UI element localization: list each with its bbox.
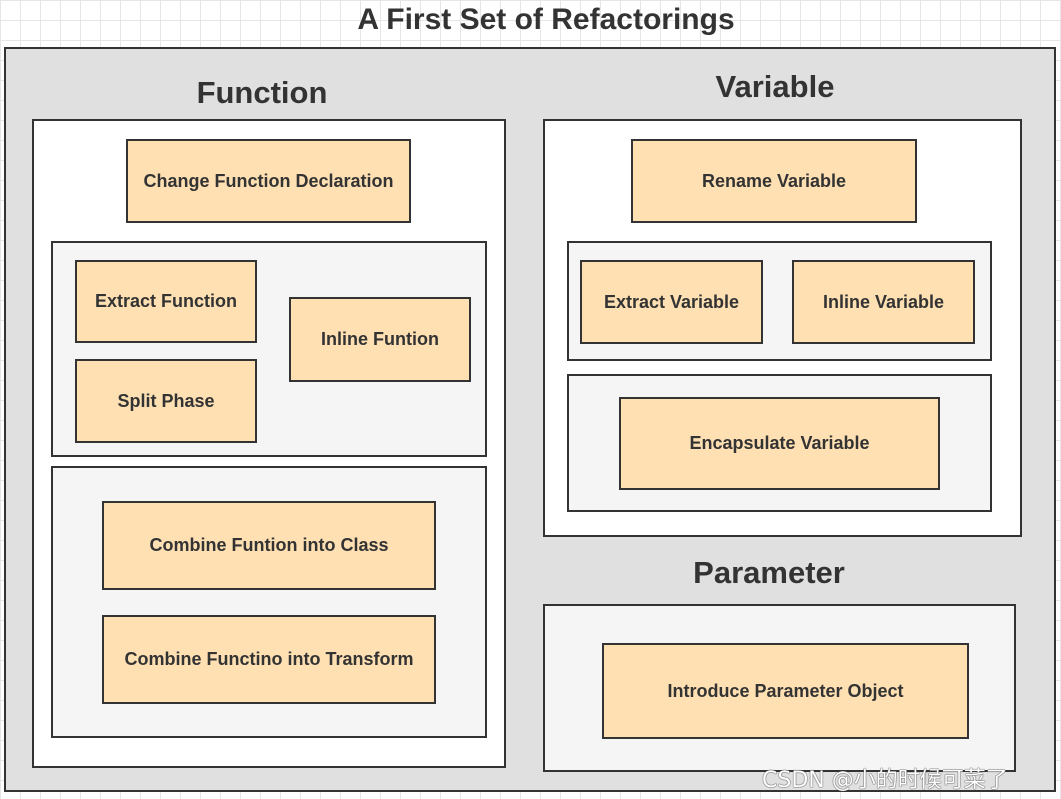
encapsulate-variable-box[interactable]: Encapsulate Variable [619,397,940,490]
introduce-parameter-object-box[interactable]: Introduce Parameter Object [602,643,969,739]
inline-variable-box[interactable]: Inline Variable [792,260,975,344]
parameter-heading: Parameter [693,555,845,590]
diagram-title: A First Set of Refactorings [357,3,735,36]
watermark: CSDN @小的时候可菜了 [762,768,1008,793]
function-heading: Function [196,75,328,110]
inline-function-box[interactable]: Inline Funtion [289,297,471,382]
extract-variable-box[interactable]: Extract Variable [580,260,763,344]
combine-functions-into-transform-box[interactable]: Combine Functino into Transform [102,615,436,704]
extract-function-box[interactable]: Extract Function [75,260,257,343]
combine-functions-into-class-box[interactable]: Combine Funtion into Class [102,501,436,590]
split-phase-box[interactable]: Split Phase [75,359,257,443]
variable-heading: Variable [715,69,835,104]
change-function-declaration-box[interactable]: Change Function Declaration [126,139,411,223]
rename-variable-box[interactable]: Rename Variable [631,139,917,223]
